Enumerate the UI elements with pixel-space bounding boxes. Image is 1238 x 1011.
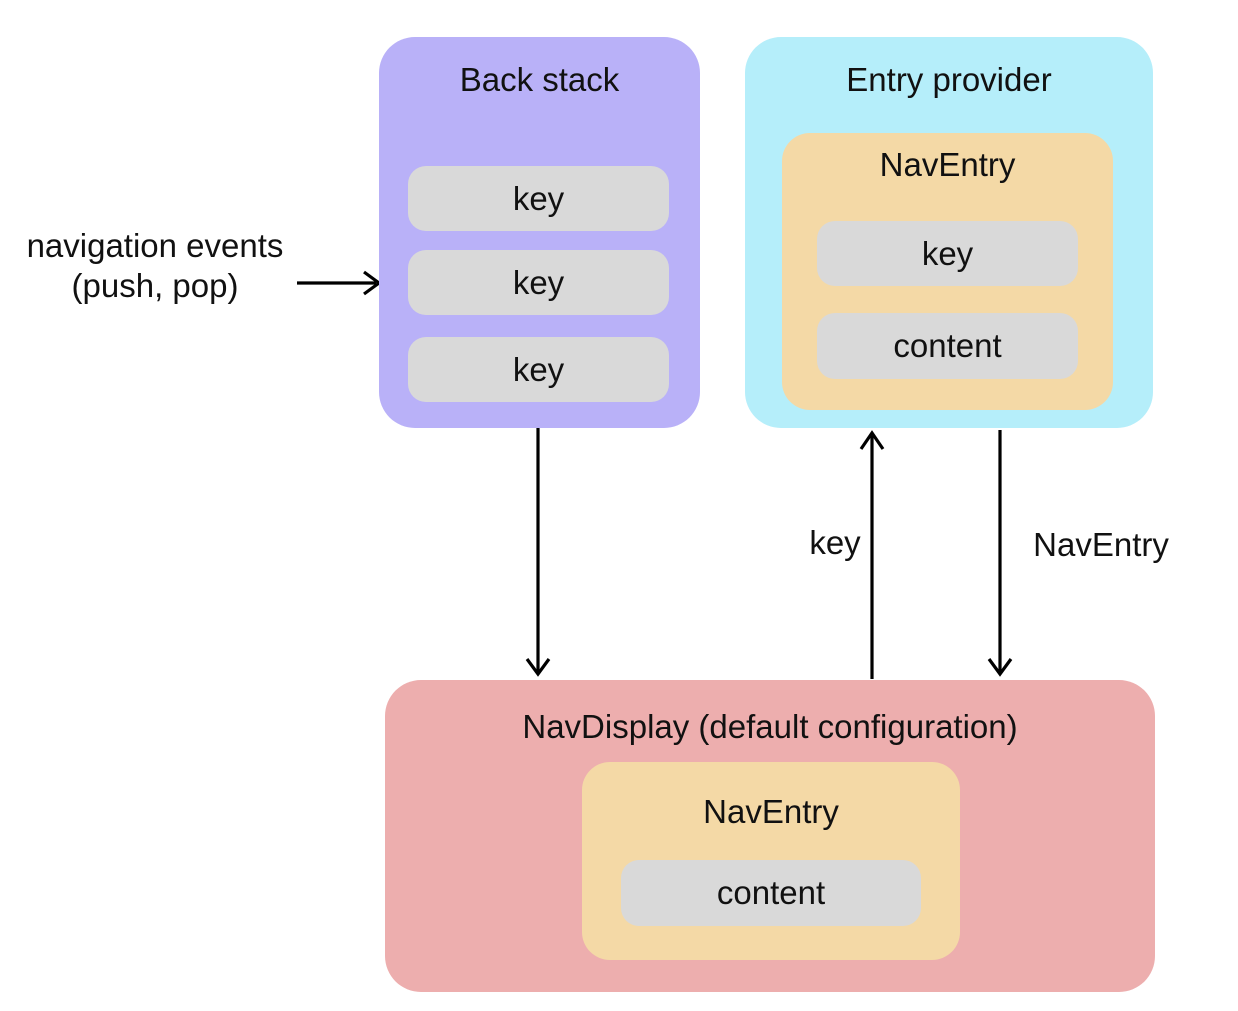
nav-display-nav-entry-box: NavEntry content [582,762,960,960]
nav-entry-content-pill: content [817,313,1078,379]
entry-provider-nav-entry-box: NavEntry key content [782,133,1113,410]
key-arrow-label: key [809,524,861,561]
entry-provider-title: Entry provider [846,61,1052,98]
nav-entry-title: NavEntry [703,793,839,830]
nav-display-box: NavDisplay (default configuration) NavEn… [385,680,1155,992]
nav-entry-down-arrow [987,430,1013,677]
back-stack-key-pill: key [408,337,669,402]
entry-provider-box: Entry provider NavEntry key content [745,37,1153,428]
back-stack-box: Back stack key key key [379,37,700,428]
navigation-events-label: navigation events (push, pop) [5,226,305,306]
back-stack-key-pill: key [408,250,669,315]
navigation-events-line1: navigation events [26,227,284,264]
nav-entry-title: NavEntry [879,146,1016,183]
navigation-events-line2: (push, pop) [71,267,239,304]
nav-entry-arrow-label: NavEntry [1033,526,1169,563]
back-stack-title: Back stack [459,61,620,98]
nav-entry-content-pill: content [621,860,921,926]
nav-display-title: NavDisplay (default configuration) [522,708,1018,745]
nav-entry-key-pill: key [817,221,1078,286]
nav-events-arrow [297,270,382,296]
back-stack-key-pill: key [408,166,669,231]
back-stack-to-nav-display-arrow [525,428,551,677]
